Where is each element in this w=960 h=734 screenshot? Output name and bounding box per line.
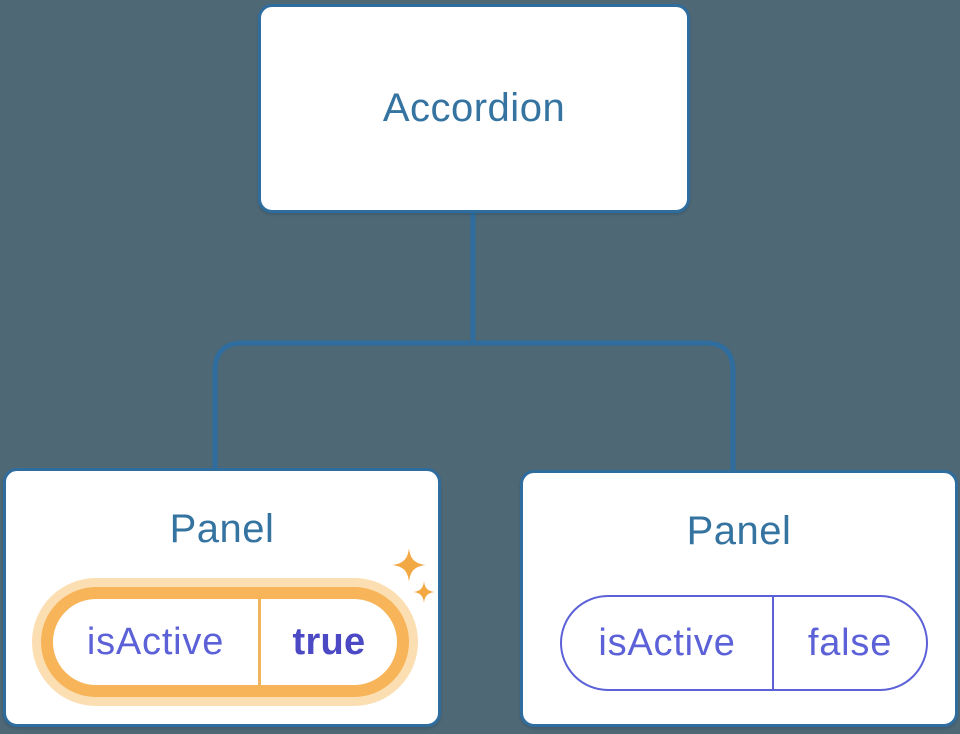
- sparkle-large: [392, 548, 426, 582]
- accordion-label: Accordion: [382, 86, 566, 130]
- panel-node-active: Panel isActive true: [3, 468, 441, 727]
- state-pill-inactive: isActive false: [560, 595, 928, 691]
- state-prop-value: true: [292, 620, 366, 663]
- pill-divider: [772, 597, 774, 689]
- state-prop-name: isActive: [598, 621, 736, 664]
- pill-divider: [258, 599, 261, 685]
- connector-branch: [212, 340, 736, 473]
- panel-label: Panel: [686, 509, 792, 553]
- panel-label: Panel: [169, 507, 275, 551]
- accordion-node: Accordion: [258, 4, 690, 213]
- state-prop-name: isActive: [86, 620, 225, 663]
- state-pill-active: isActive true: [41, 587, 409, 697]
- state-prop-value: false: [807, 621, 893, 664]
- sparkle-small: [413, 581, 435, 603]
- panel-node-inactive: Panel isActive false: [520, 470, 958, 727]
- sparkles-icon: [392, 548, 435, 603]
